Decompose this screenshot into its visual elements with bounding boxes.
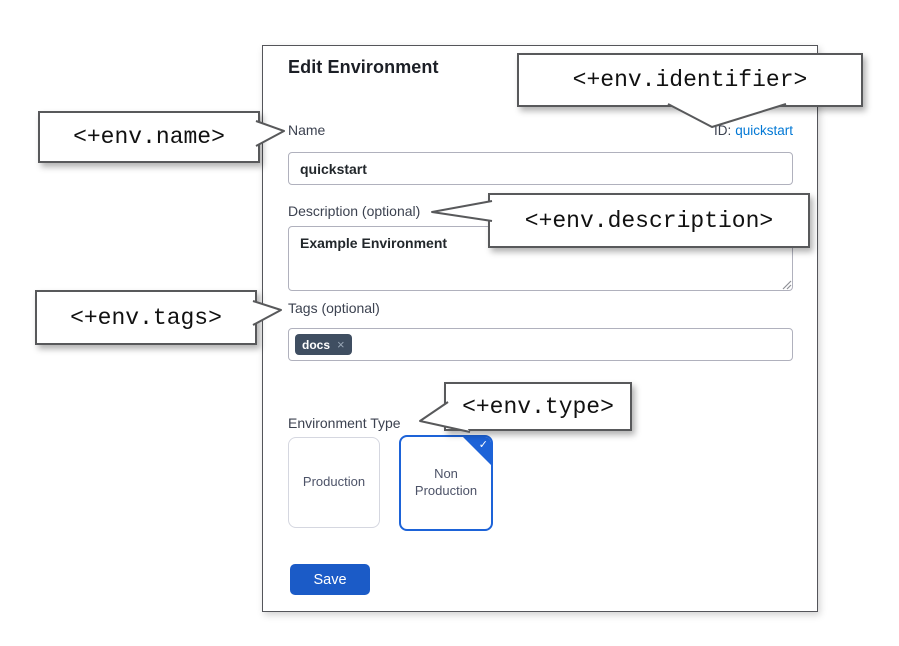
resize-handle-icon[interactable] bbox=[781, 279, 792, 290]
tags-label: Tags (optional) bbox=[288, 300, 380, 316]
callout-env-name: <+env.name> bbox=[38, 111, 260, 163]
description-label: Description (optional) bbox=[288, 203, 421, 219]
callout-env-description: <+env.description> bbox=[488, 193, 810, 248]
dialog-title: Edit Environment bbox=[288, 57, 439, 77]
id-label: ID: bbox=[713, 123, 732, 138]
tag-remove-icon[interactable]: × bbox=[337, 337, 345, 352]
callout-env-identifier: <+env.identifier> bbox=[517, 53, 863, 107]
save-button[interactable]: Save bbox=[290, 564, 370, 595]
name-row: Name ID:quickstart bbox=[288, 122, 793, 138]
check-icon: ✓ bbox=[478, 439, 488, 451]
id-value-link[interactable]: quickstart bbox=[735, 123, 793, 138]
card-label: Non Production bbox=[414, 466, 478, 498]
environment-type-label: Environment Type bbox=[288, 415, 401, 431]
edit-environment-dialog: Edit Environment Name ID:quickstart Desc… bbox=[262, 45, 818, 612]
name-label: Name bbox=[288, 122, 326, 138]
selected-corner-fold bbox=[463, 437, 491, 465]
environment-type-card-non-production[interactable]: Non Production ✓ bbox=[399, 435, 493, 531]
tags-input[interactable]: docs × bbox=[288, 328, 793, 361]
card-label: Production bbox=[302, 474, 366, 490]
callout-env-type: <+env.type> bbox=[444, 382, 632, 431]
tag-label: docs bbox=[302, 337, 331, 352]
callout-env-tags: <+env.tags> bbox=[35, 290, 257, 345]
environment-type-card-production[interactable]: Production bbox=[288, 437, 380, 528]
tag-chip: docs × bbox=[295, 334, 352, 355]
name-input[interactable] bbox=[288, 152, 793, 185]
identifier-line: ID:quickstart bbox=[714, 123, 793, 138]
